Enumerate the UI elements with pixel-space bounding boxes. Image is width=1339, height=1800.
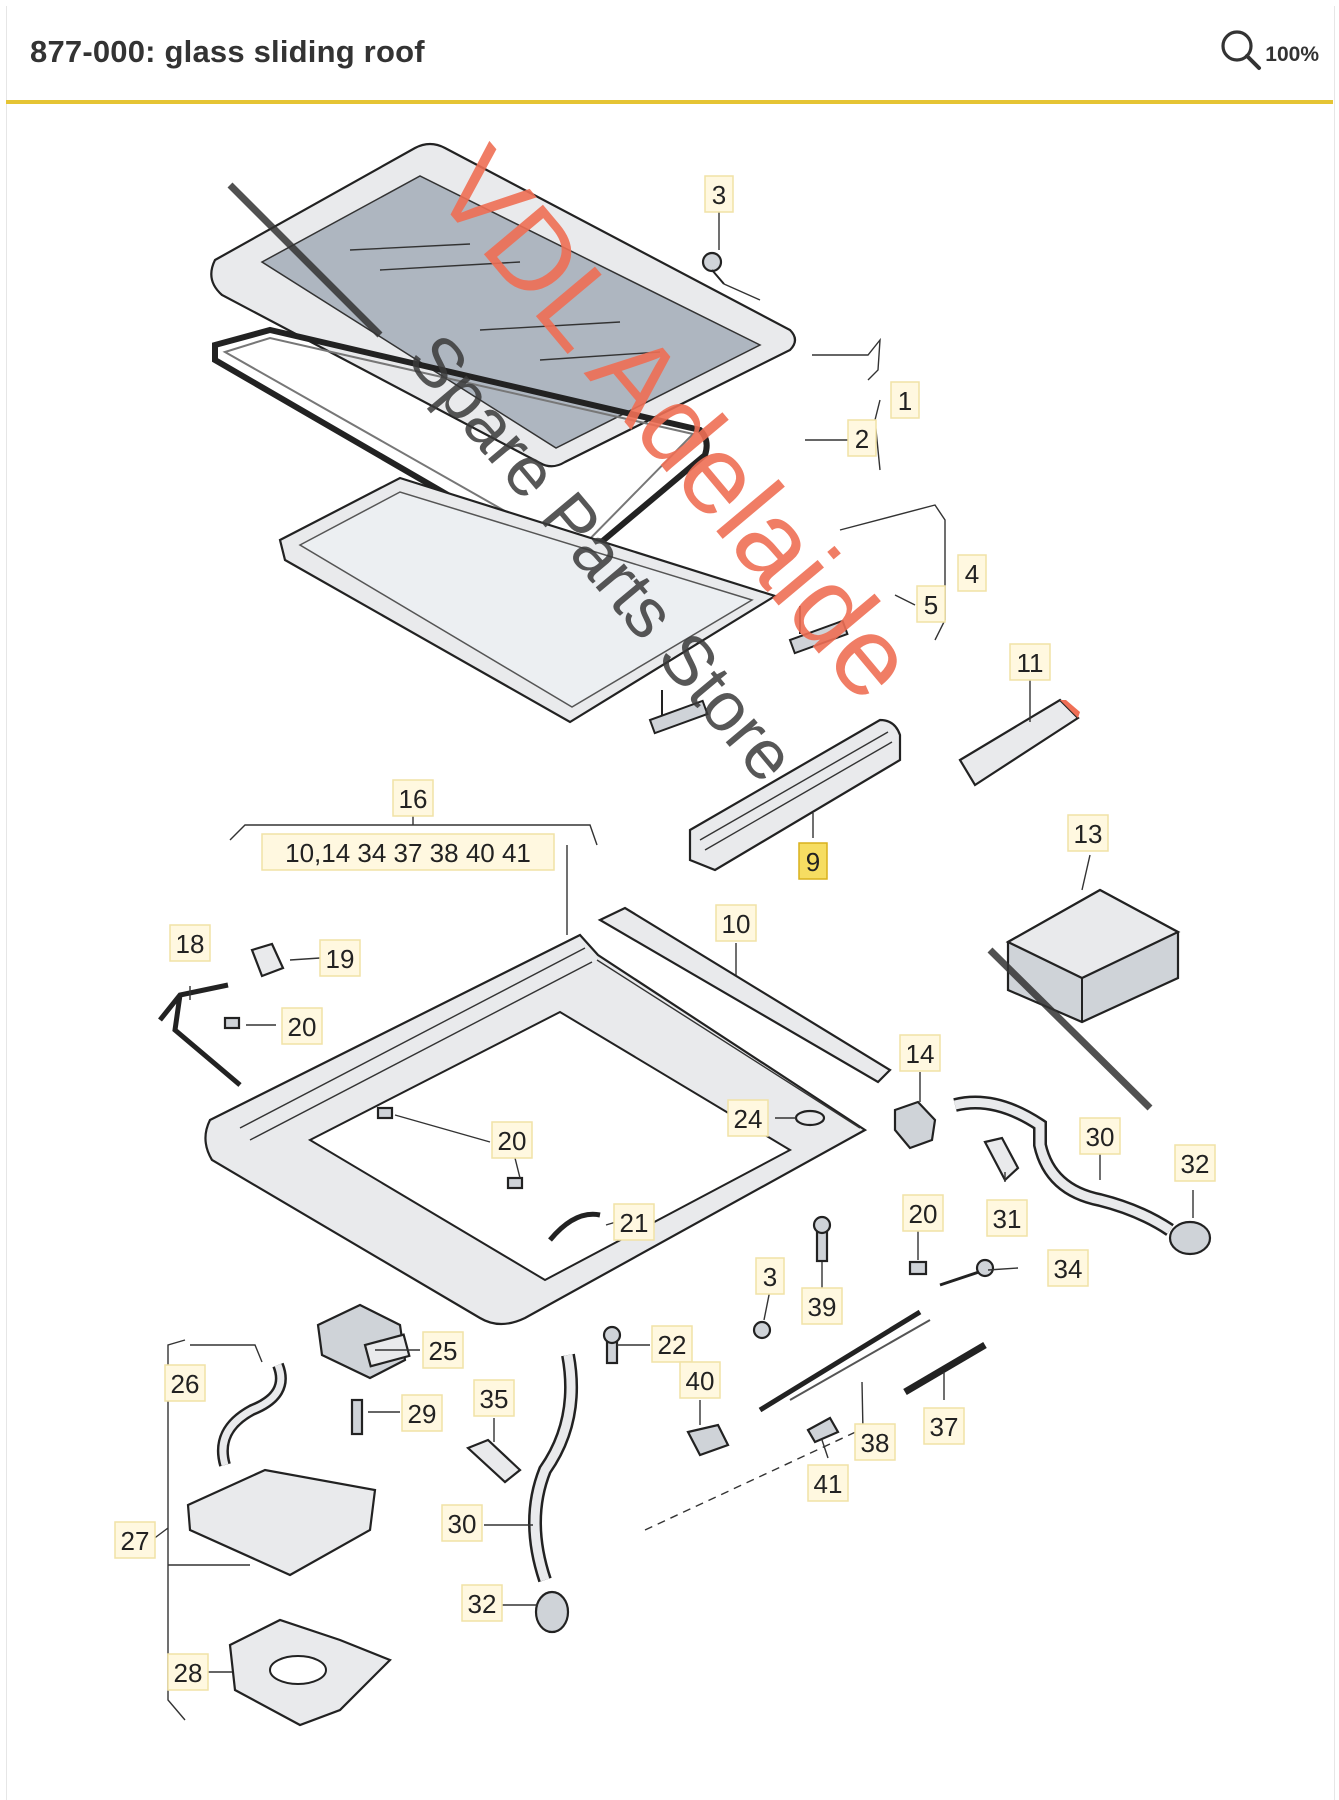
header: 877-000: glass sliding roof 100% [0, 0, 1339, 104]
callout-4: 4 [965, 559, 979, 589]
callout-10: 10 [722, 909, 751, 939]
clip-41 [806, 1416, 840, 1444]
bolt-3b [752, 1320, 772, 1340]
clip-40 [686, 1423, 730, 1457]
callout-13: 13 [1074, 819, 1103, 849]
callout-3-top: 3 [712, 180, 726, 210]
callout-31: 31 [993, 1204, 1022, 1234]
callout-21: 21 [620, 1208, 649, 1238]
callout-39: 39 [808, 1292, 837, 1322]
callout-14: 14 [906, 1039, 935, 1069]
callout-24: 24 [734, 1104, 763, 1134]
cleaning-kit-box [1005, 888, 1181, 1024]
callout-labels: 3 1 2 4 5 11 9 13 10 16 10,14 34 37 38 4… [114, 175, 1216, 1691]
sunroof-frame [204, 933, 868, 1326]
callout-40: 40 [686, 1366, 715, 1396]
callout-32-right: 32 [1181, 1149, 1210, 1179]
callout-19: 19 [326, 944, 355, 974]
cable-assembly [758, 1258, 995, 1413]
edge-seal [158, 982, 242, 1087]
callout-30-left: 30 [448, 1509, 477, 1539]
callout-22: 22 [658, 1330, 687, 1360]
pad-20b [376, 1106, 394, 1120]
pad-20a [223, 1016, 241, 1030]
grease-tube [958, 698, 1080, 787]
drain-valve-rear [534, 1590, 570, 1634]
header-rule [6, 100, 1333, 104]
screw-29 [350, 1398, 364, 1436]
callout-32-left: 32 [468, 1589, 497, 1619]
page-frame [6, 6, 1335, 1800]
motor-bracket [186, 1468, 377, 1577]
screw-22 [602, 1325, 622, 1365]
callout-29: 29 [408, 1399, 437, 1429]
pad-20d [908, 1260, 928, 1276]
spring-21 [548, 1211, 601, 1242]
callout-37: 37 [930, 1412, 959, 1442]
callout-2: 2 [855, 424, 869, 454]
callout-20-mid: 20 [498, 1126, 527, 1156]
zoom-button[interactable]: 100% [1219, 28, 1319, 72]
bolt-39 [812, 1215, 832, 1263]
callout-20-right: 20 [909, 1199, 938, 1229]
callout-5: 5 [924, 590, 938, 620]
zoom-level: 100% [1265, 43, 1319, 66]
clip-31 [983, 1136, 1020, 1182]
clip-35 [465, 1438, 522, 1484]
page-title: 877-000: glass sliding roof [30, 34, 425, 69]
drain-valve-front [1168, 1220, 1212, 1256]
callout-38: 38 [861, 1428, 890, 1458]
magnifier-icon [1221, 30, 1262, 70]
callout-26: 26 [171, 1369, 200, 1399]
drive-motor [316, 1303, 411, 1380]
bracket-14 [893, 1100, 937, 1150]
callout-11: 11 [1017, 648, 1044, 678]
bolt-3 [701, 251, 761, 301]
callout-1: 1 [898, 386, 912, 416]
clip-19 [250, 942, 285, 978]
callout-20-left: 20 [288, 1012, 317, 1042]
callout-16-contents: 10,14 34 37 38 40 41 [285, 838, 531, 868]
washer-24 [794, 1109, 826, 1127]
callout-16: 16 [399, 784, 428, 814]
glass-panel [210, 142, 797, 468]
roof-liner-panel [278, 476, 849, 735]
callout-34: 34 [1054, 1254, 1083, 1284]
callout-35: 35 [480, 1384, 509, 1414]
hose-26 [216, 1362, 287, 1467]
callout-27: 27 [121, 1526, 150, 1556]
callout-25: 25 [429, 1336, 458, 1366]
pad-20c [506, 1176, 524, 1190]
callout-41: 41 [814, 1469, 843, 1499]
wind-deflector [688, 718, 902, 872]
guide-rail [597, 906, 892, 1084]
callout-3-bottom: 3 [763, 1262, 777, 1292]
callout-18: 18 [176, 929, 205, 959]
callout-30-right: 30 [1086, 1122, 1115, 1152]
callout-28: 28 [174, 1658, 203, 1688]
callout-9: 9 [806, 847, 820, 877]
